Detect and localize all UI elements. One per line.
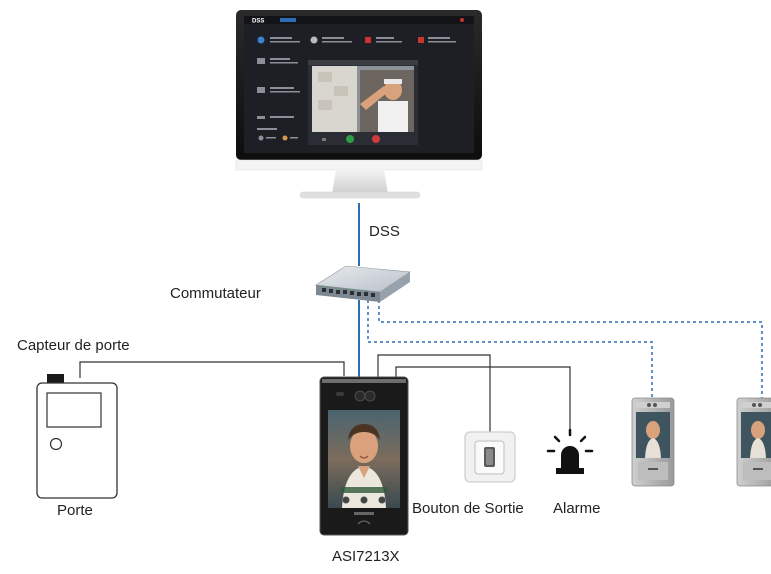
terminal-icon — [319, 376, 409, 536]
switch-icon — [315, 265, 411, 302]
wire-exit-button — [377, 354, 491, 432]
door-sensor-label: Capteur de porte — [17, 337, 130, 354]
wire-door-sensor — [79, 361, 345, 378]
alarm-label: Alarme — [553, 500, 601, 517]
monitor-icon — [235, 10, 483, 199]
terminal-icon — [736, 397, 771, 487]
wire-alarm — [395, 366, 571, 436]
dss-label: DSS — [369, 223, 400, 240]
dashed-line-terminal-1 — [367, 300, 653, 398]
switch-label: Commutateur — [170, 285, 261, 302]
door-icon — [36, 374, 118, 499]
device-label: ASI7213X — [332, 548, 400, 565]
dashed-line-terminal-2 — [378, 300, 763, 400]
door-label: Porte — [57, 502, 93, 519]
exit-button-label: Bouton de Sortie — [412, 500, 524, 517]
exit-button-icon — [464, 431, 516, 483]
terminal-icon — [631, 397, 675, 487]
alarm-icon — [546, 428, 594, 474]
monitor-app-logo: DSS — [252, 19, 264, 25]
